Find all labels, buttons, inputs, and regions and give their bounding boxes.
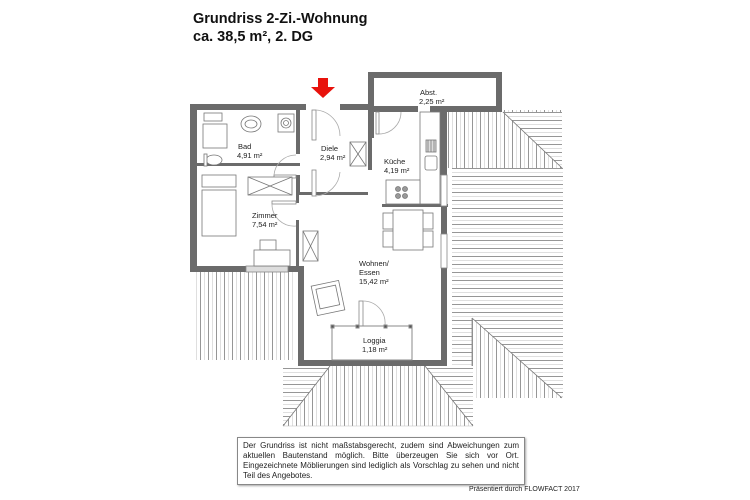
floorplan-title-block: Grundriss 2-Zi.-Wohnung ca. 38,5 m², 2. … [193, 10, 368, 46]
floorplan-subtitle: ca. 38,5 m², 2. DG [193, 29, 314, 45]
bed-headboard [201, 174, 237, 188]
room-name-bad: Bad [238, 142, 251, 151]
room-name-kueche: Küche [384, 157, 405, 166]
loggia-frame [330, 324, 413, 361]
room-area-diele: 2,94 m² [320, 153, 346, 162]
disclaimer-note: Der Grundriss ist nicht maßstabsgerecht,… [237, 437, 525, 485]
room-name-wohnen: Wohnen/ [359, 259, 390, 268]
room-area-zimmer: 7,54 m² [252, 220, 278, 229]
room-name-essen: Essen [359, 268, 380, 277]
room-name-zimmer: Zimmer [252, 211, 278, 220]
furniture [201, 111, 441, 317]
room-area-kueche: 4,19 m² [384, 166, 410, 175]
roof-surfaces [193, 110, 563, 427]
toilet-icon [205, 154, 223, 166]
floorplan-title: Grundriss 2-Zi.-Wohnung [193, 11, 368, 27]
credit-text: Präsentiert durch FLOWFACT 2017 [469, 486, 580, 493]
room-labels: Bad 4,91 m² Diele 2,94 m² Abst. 2,25 m² … [237, 88, 445, 354]
entrance-arrow-icon [311, 78, 335, 98]
desk-icon [253, 249, 291, 267]
room-area-bad: 4,91 m² [237, 151, 263, 160]
bath-shelf [203, 112, 223, 122]
bed-icon [201, 189, 237, 237]
dining-table-icon [392, 209, 424, 251]
roof-right-middle [452, 168, 563, 318]
stove-counter [385, 179, 421, 205]
armchair-icon [310, 279, 346, 317]
room-name-diele: Diele [321, 144, 338, 153]
room-area-abst: 2,25 m² [419, 97, 445, 106]
room-name-abst: Abst. [420, 88, 437, 97]
room-area-loggia: 1,18 m² [362, 345, 388, 354]
shower-tray-icon [202, 123, 228, 149]
room-name-loggia: Loggia [363, 336, 386, 345]
doors [271, 109, 402, 328]
desk-chair-icon [259, 239, 277, 251]
sink-icon [424, 155, 438, 171]
roof-left [193, 270, 303, 360]
walls [190, 72, 502, 366]
room-area-wohnen: 15,42 m² [359, 277, 389, 286]
